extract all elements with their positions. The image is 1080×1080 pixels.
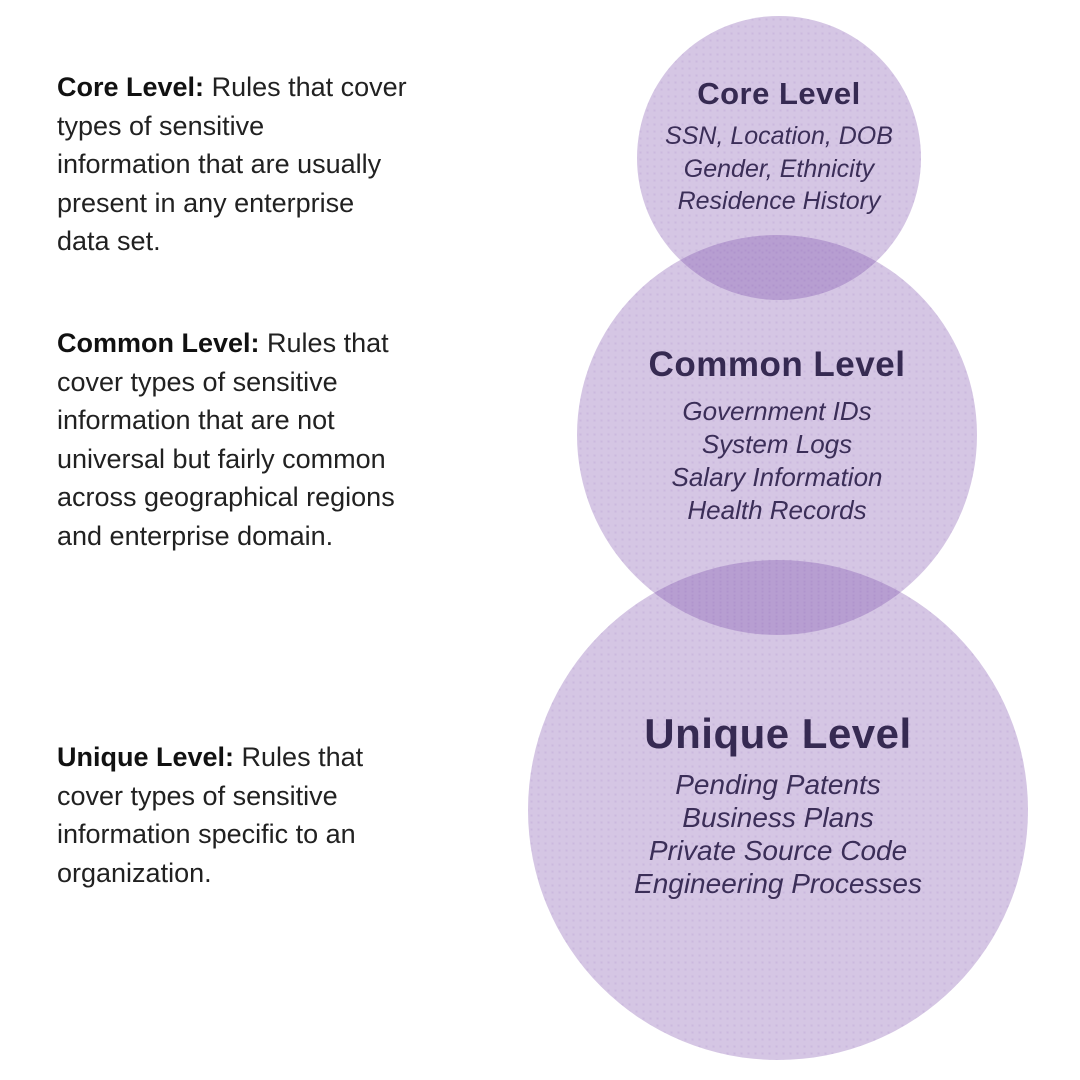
circle-item: Engineering Processes xyxy=(634,868,922,899)
core-level-content: Core Level SSN, Location, DOB Gender, Et… xyxy=(637,16,921,218)
circle-title: Unique Level xyxy=(644,710,912,757)
circle-item: Residence History xyxy=(677,187,881,215)
circle-item: Pending Patents xyxy=(675,769,881,800)
unique-level-content: Unique Level Pending Patents Business Pl… xyxy=(528,560,1028,900)
circle-title: Core Level xyxy=(697,76,861,111)
circle-title: Common Level xyxy=(648,345,906,384)
description-common-level: Common Level: Rules that cover types of … xyxy=(57,324,395,555)
description-line: types of sensitive xyxy=(57,110,265,141)
circle-item: Business Plans xyxy=(682,802,874,833)
description-line: across geographical regions xyxy=(57,482,395,512)
description-line: information that are not xyxy=(57,405,335,435)
circle-item: SSN, Location, DOB xyxy=(665,122,893,150)
description-text: Rules that xyxy=(241,742,364,772)
description-line: cover types of sensitive xyxy=(57,366,338,397)
unique-level-circle: Unique Level Pending Patents Business Pl… xyxy=(528,560,1028,1060)
description-core-level: Core Level: Rules that cover types of se… xyxy=(57,68,407,261)
common-level-circle: Common Level Government IDs System Logs … xyxy=(577,235,977,635)
circle-item: Salary Information xyxy=(671,462,883,492)
description-text: Rules that cover xyxy=(211,72,407,102)
description-line: cover types of sensitive xyxy=(57,780,338,811)
description-line: Common Level: Rules that xyxy=(57,324,395,363)
description-line: Core Level: Rules that cover xyxy=(57,68,407,107)
circle-item: Health Records xyxy=(687,495,867,525)
description-label: Common Level: xyxy=(57,328,260,358)
circle-item: Gender, Ethnicity xyxy=(683,154,875,183)
description-line: universal but fairly common xyxy=(57,443,386,474)
core-level-circle: Core Level SSN, Location, DOB Gender, Et… xyxy=(637,16,921,300)
description-label: Unique Level: xyxy=(57,742,235,772)
circle-item: System Logs xyxy=(701,429,853,459)
description-label: Core Level: xyxy=(57,72,205,102)
description-line: data set. xyxy=(57,226,161,256)
description-unique-level: Unique Level: Rules that cover types of … xyxy=(57,738,363,892)
circle-item: Government IDs xyxy=(682,396,872,426)
circle-item: Private Source Code xyxy=(648,835,908,866)
description-line: information that are usually xyxy=(57,149,382,179)
common-level-content: Common Level Government IDs System Logs … xyxy=(577,235,977,527)
description-line: organization. xyxy=(57,857,212,888)
description-text: Rules that xyxy=(267,328,389,358)
description-line: Unique Level: Rules that xyxy=(57,738,363,777)
description-line: and enterprise domain. xyxy=(57,520,334,551)
description-line: information specific to an xyxy=(57,819,356,849)
description-line: present in any enterprise xyxy=(57,187,355,218)
